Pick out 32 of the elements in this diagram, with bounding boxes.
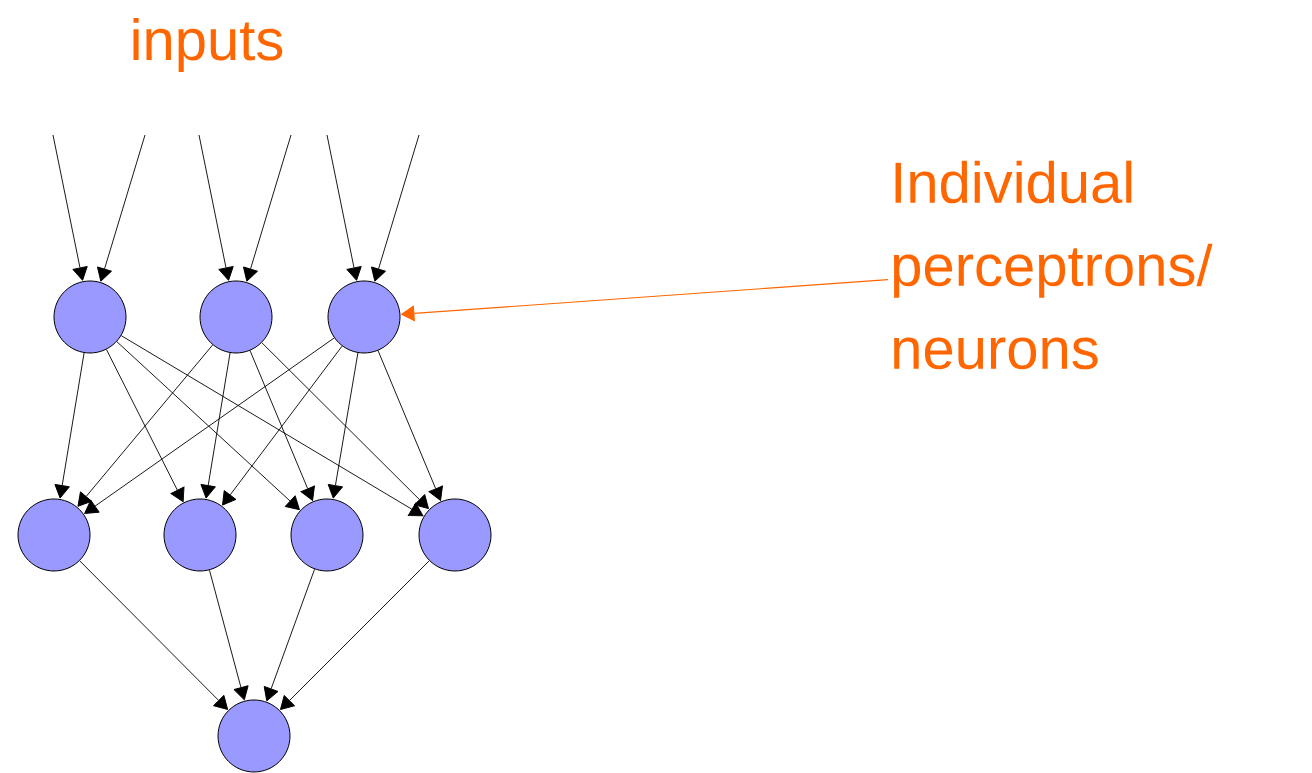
arrow: [243, 134, 292, 282]
neuron-circle: [163, 498, 237, 572]
heading-label: inputs: [133, 17, 283, 72]
arrow: [326, 134, 362, 281]
arrow: [327, 352, 359, 499]
arrow: [84, 337, 335, 514]
arrow: [371, 134, 420, 282]
neuron-circle: [53, 280, 127, 354]
neuron-circle: [418, 498, 492, 572]
arrow: [120, 335, 424, 517]
neuron-circle: [17, 498, 91, 572]
arrow: [116, 341, 300, 511]
arrow: [77, 344, 214, 507]
arrow: [79, 560, 229, 710]
neuron-circle: [327, 280, 401, 354]
arrow: [263, 568, 315, 702]
neuron-circle: [199, 280, 273, 354]
arrow: [261, 342, 429, 510]
neuron-circle: [290, 498, 364, 572]
neuron-circle: [217, 699, 291, 773]
arrow: [222, 345, 343, 506]
arrow: [249, 350, 315, 501]
arrow: [106, 349, 185, 503]
arrow: [54, 352, 85, 499]
arrow: [280, 560, 430, 710]
callout-text: Individual perceptrons/ neurons: [893, 160, 1213, 370]
arrow: [97, 134, 146, 282]
arrow: [200, 352, 231, 499]
arrow: [198, 134, 234, 281]
arrow: [377, 350, 443, 501]
arrow: [209, 569, 249, 701]
arrow: [52, 134, 88, 281]
